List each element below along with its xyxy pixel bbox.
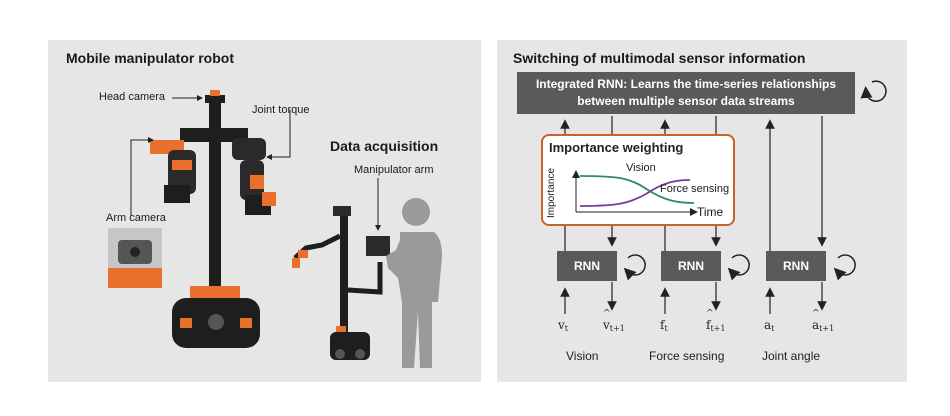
robot-right-arm xyxy=(218,128,276,215)
vision-curve xyxy=(579,175,695,204)
rnn-joint-box: RNN xyxy=(766,251,826,281)
force-output-symbol: ft+1 xyxy=(706,309,725,333)
force-series-label: Force sensing xyxy=(660,183,730,195)
joint-output-symbol: at+1 xyxy=(812,309,834,333)
importance-y-label: Importance xyxy=(546,167,557,218)
integrated-rnn-box: Integrated RNN: Learns the time-series r… xyxy=(517,72,855,114)
rnn-vision-box: RNN xyxy=(557,251,617,281)
data-acquisition-label: Data acquisition xyxy=(330,138,439,154)
vision-output-symbol: vt+1 xyxy=(603,309,625,333)
robot-base xyxy=(172,286,260,348)
vision-series-label: Vision xyxy=(626,162,656,174)
vision-input-symbol: vt xyxy=(558,318,568,333)
importance-weighting-box xyxy=(541,134,735,226)
joint-torque-label: Joint torque xyxy=(252,104,310,116)
head-camera-icon xyxy=(205,90,225,103)
importance-x-label: Time xyxy=(697,205,724,219)
importance-weighting-title: Importance weighting xyxy=(549,140,684,155)
head-camera-label: Head camera xyxy=(99,91,166,103)
manipulator-arm-label: Manipulator arm xyxy=(354,164,434,176)
force-curve xyxy=(579,179,691,207)
rnn-vision-loop-icon xyxy=(623,254,646,281)
robot-left-arm xyxy=(150,128,212,203)
force-group-label: Force sensing xyxy=(649,349,725,363)
teleop-robot xyxy=(292,206,390,360)
force-input-symbol: ft xyxy=(660,318,668,333)
integrated-rnn-line1: Integrated RNN: Learns the time-series r… xyxy=(535,77,837,91)
arm-camera-inset xyxy=(108,228,162,288)
joint-input-symbol: at xyxy=(764,318,775,333)
joint-group-label: Joint angle xyxy=(762,349,821,363)
integrated-rnn-line2: between multiple sensor data streams xyxy=(577,94,795,108)
vision-group-label: Vision xyxy=(566,349,599,363)
rnn-joint-loop-icon xyxy=(833,254,856,281)
robot-mast xyxy=(209,103,221,288)
arm-camera-label: Arm camera xyxy=(106,212,166,224)
robot-panel-title: Mobile manipulator robot xyxy=(66,50,234,66)
human-operator xyxy=(386,198,442,368)
integrated-rnn-loop-icon xyxy=(860,80,887,102)
sensor-switching-title: Switching of multimodal sensor informati… xyxy=(513,50,806,66)
rnn-force-loop-icon xyxy=(727,254,750,281)
rnn-force-box: RNN xyxy=(661,251,721,281)
